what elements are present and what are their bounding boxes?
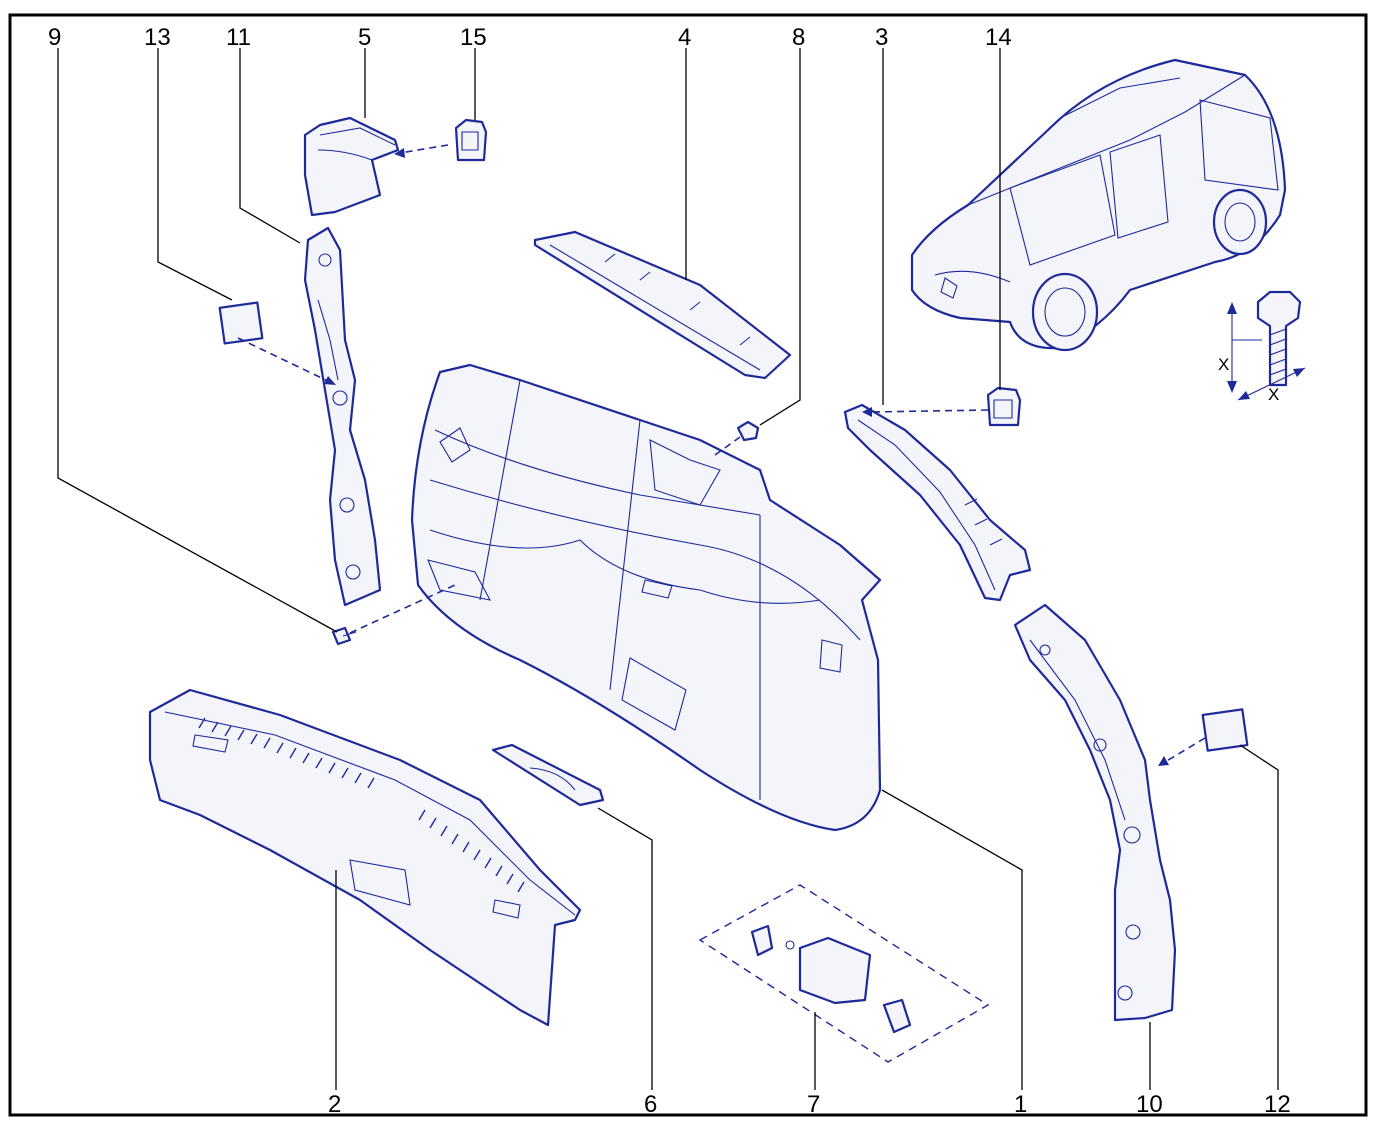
part-1-tailgate-panel: [410, 363, 882, 832]
callout-3: 3: [875, 24, 888, 51]
part-7-cap-kit: [698, 884, 990, 1063]
leader-lines: [57, 48, 1279, 1090]
callout-2: 2: [328, 1091, 341, 1118]
part-3-right-upper-trim: [843, 403, 1032, 602]
vehicle-overview: [910, 58, 1287, 352]
part-13-label: [218, 301, 264, 345]
callout-13: 13: [144, 24, 171, 51]
assembly-arrows: [237, 144, 1206, 766]
part-4-top-rail-trim: [533, 230, 792, 380]
part-10-right-pillar-trim: [1013, 603, 1177, 1022]
part-9-screw: [331, 626, 357, 646]
dimension-x-width-label: X: [1268, 385, 1279, 404]
part-15-clip: [454, 118, 488, 162]
bolt-dimension-detail: X X: [1218, 290, 1306, 404]
callout-4: 4: [678, 24, 691, 51]
part-12-label: [1201, 708, 1249, 752]
callout-11: 11: [226, 24, 251, 51]
callout-10: 10: [1136, 1091, 1163, 1118]
callout-1: 1: [1014, 1091, 1027, 1118]
callout-5: 5: [358, 24, 371, 51]
part-2-sill-trim: [148, 688, 582, 1027]
diagram-frame: [8, 13, 1368, 1117]
callout-labels: 9 13 11 5 15 4 8 3 14 2 6 7 1 10 12: [48, 24, 1291, 1118]
callout-12: 12: [1264, 1091, 1291, 1118]
dimension-x-height-label: X: [1218, 355, 1229, 374]
part-14-clip: [986, 386, 1022, 427]
part-8-clip: [736, 420, 760, 442]
callout-14: 14: [985, 24, 1012, 51]
part-11-left-pillar-trim: [303, 226, 382, 607]
part-6-handle-cover: [491, 743, 605, 807]
callout-6: 6: [644, 1091, 657, 1118]
part-5-upper-trim: [303, 116, 400, 217]
callout-7: 7: [807, 1091, 820, 1118]
callout-8: 8: [792, 24, 805, 51]
callout-15: 15: [460, 24, 487, 51]
callout-9: 9: [48, 24, 61, 51]
